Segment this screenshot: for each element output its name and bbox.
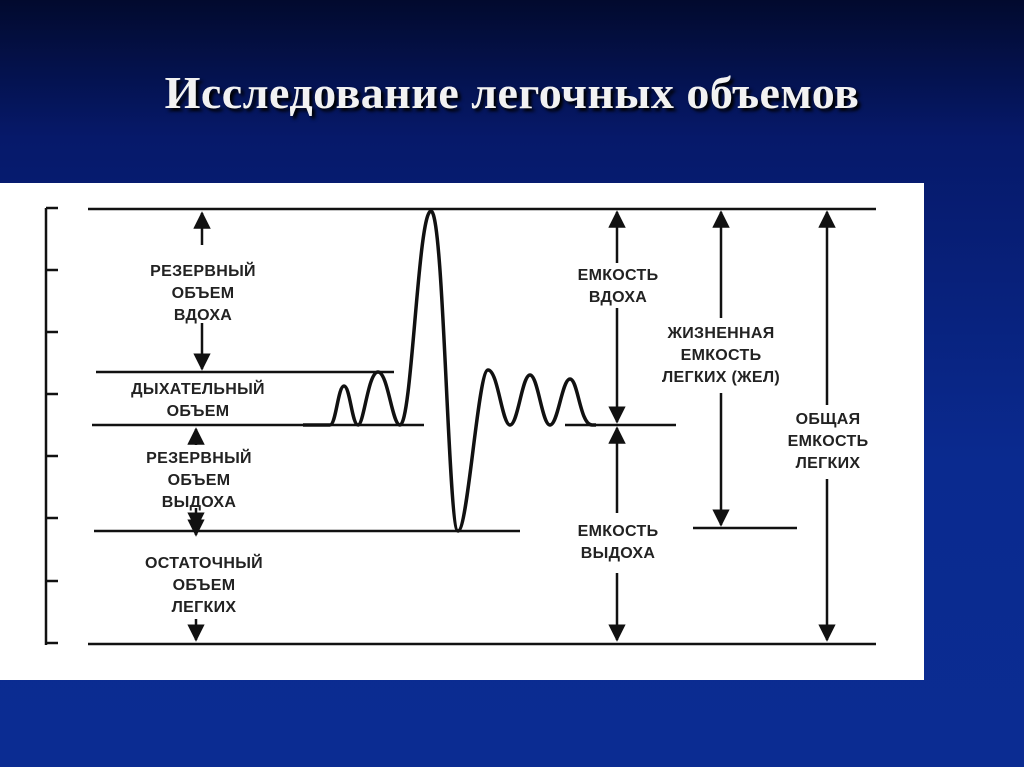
diagram-lines — [44, 206, 876, 646]
label-vc: ЖИЗНЕННАЯ ЕМКОСТЬ ЛЕГКИХ (ЖЕЛ) — [662, 325, 780, 386]
label-irv: РЕЗЕРВНЫЙ ОБЪЕМ ВДОХА — [150, 263, 256, 324]
label-ec: ЕМКОСТЬ ВЫДОХА — [577, 523, 659, 562]
label-rv: ОСТАТОЧНЫЙ ОБЪЕМ ЛЕГКИХ — [145, 555, 263, 616]
slide-title: Исследование легочных объемов — [164, 67, 860, 118]
label-erv: РЕЗЕРВНЫЙ ОБЪЕМ ВЫДОХА — [146, 450, 252, 511]
label-ic: ЕМКОСТЬ ВДОХА — [577, 267, 659, 306]
spirogram-curve — [303, 209, 596, 533]
lung-volumes-diagram: РЕЗЕРВНЫЙ ОБЪЕМ ВДОХА ДЫХАТЕЛЬНЫЙ ОБЪЕМ … — [0, 183, 924, 680]
label-tv: ДЫХАТЕЛЬНЫЙ ОБЪЕМ — [131, 381, 265, 420]
label-tlc: ОБЩАЯ ЕМКОСТЬ ЛЕГКИХ — [787, 411, 869, 472]
